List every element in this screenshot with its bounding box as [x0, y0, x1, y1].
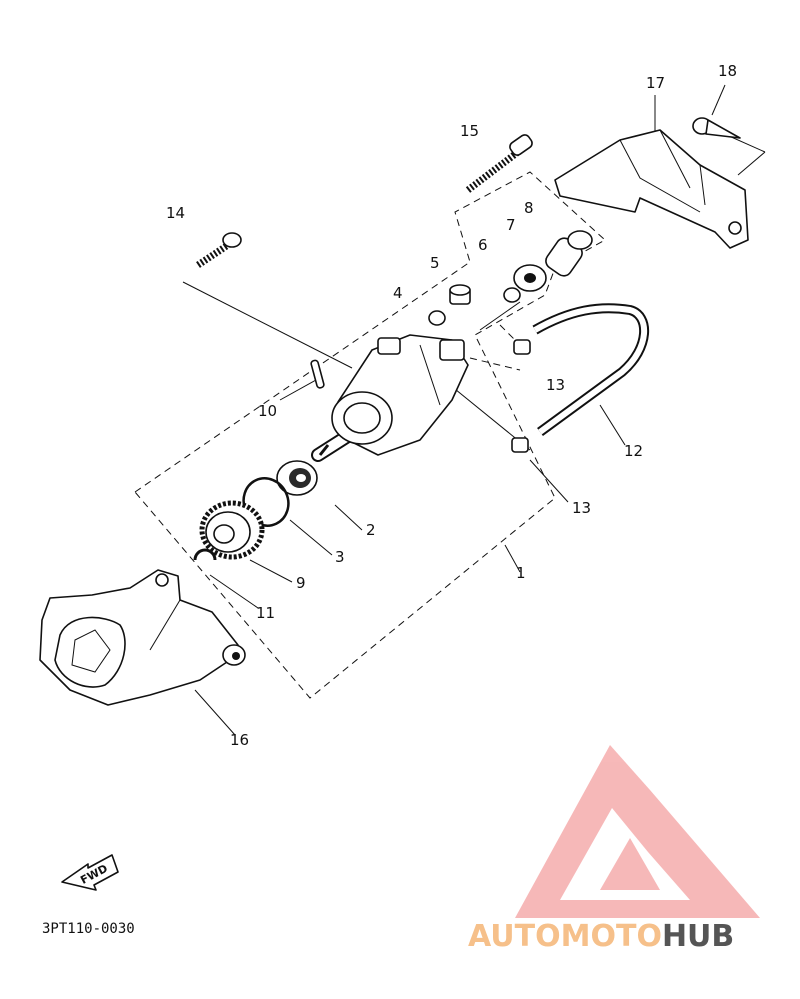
callout-8: 8 — [524, 199, 534, 217]
watermark-logo-icon — [515, 745, 760, 918]
callout-17: 17 — [646, 74, 665, 92]
bolt-8 — [545, 230, 593, 277]
callout-6: 6 — [478, 236, 488, 254]
cover-16 — [39, 569, 246, 706]
callout-15: 15 — [460, 122, 479, 140]
pin-10 — [310, 359, 325, 389]
callout-10: 10 — [258, 402, 277, 420]
bolt-5 — [449, 284, 471, 305]
drawing-code: 3PT110-0030 — [42, 921, 135, 937]
clamp-13-upper — [513, 339, 531, 355]
callout-3: 3 — [335, 548, 345, 566]
circlip-11 — [193, 548, 217, 561]
callout-14: 14 — [166, 204, 185, 222]
washer-6 — [503, 287, 521, 303]
callout-5: 5 — [430, 254, 440, 272]
oil-pump-body — [311, 334, 469, 462]
fwd-arrow-icon: FWD — [61, 854, 119, 891]
nut-7 — [513, 264, 547, 292]
watermark-text-part1: AUTOMOTO — [468, 919, 662, 954]
callout-7: 7 — [506, 216, 516, 234]
callout-11: 11 — [256, 604, 275, 622]
gear-9 — [199, 500, 265, 560]
callout-9: 9 — [296, 574, 306, 592]
callout-4: 4 — [393, 284, 403, 302]
callout-13-upper: 13 — [546, 376, 565, 394]
clamp-13-lower — [511, 437, 529, 453]
watermark-text: AUTOMOTOHUB — [468, 919, 734, 954]
bolt-14 — [196, 232, 242, 268]
callout-labels: 1 2 3 4 5 6 7 8 9 10 11 12 13 13 14 15 1… — [166, 62, 737, 749]
callout-16: 16 — [230, 731, 249, 749]
callout-13-lower: 13 — [572, 499, 591, 517]
bolt-15 — [465, 134, 533, 193]
callout-2: 2 — [366, 521, 376, 539]
bracket-17 — [554, 129, 749, 249]
callout-1: 1 — [516, 564, 526, 582]
watermark-text-part2: HUB — [662, 919, 734, 954]
bearing-2 — [276, 460, 318, 496]
screw-18 — [692, 117, 741, 139]
callout-18: 18 — [718, 62, 737, 80]
leader-lines — [182, 84, 766, 736]
callout-12: 12 — [624, 442, 643, 460]
washer-4 — [428, 310, 446, 326]
